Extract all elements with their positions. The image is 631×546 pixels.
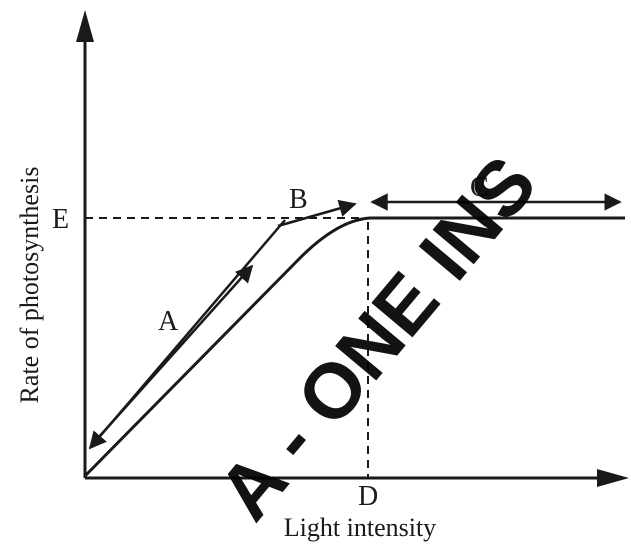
y-axis-title: Rate of photosynthesis <box>15 167 44 404</box>
watermark: A - ONE INS <box>201 140 553 536</box>
arrow-b <box>277 199 357 228</box>
x-axis-arrowhead <box>597 469 629 487</box>
label-b: B <box>289 184 308 215</box>
arrow-a-down <box>88 219 286 450</box>
rate-curve <box>83 216 625 478</box>
label-e: E <box>52 204 69 235</box>
label-d: D <box>358 481 378 512</box>
axes <box>76 10 629 487</box>
label-c: C <box>470 172 489 203</box>
label-a: A <box>158 306 179 337</box>
x-axis-title: Light intensity <box>284 513 436 542</box>
y-axis-arrowhead <box>76 10 94 42</box>
